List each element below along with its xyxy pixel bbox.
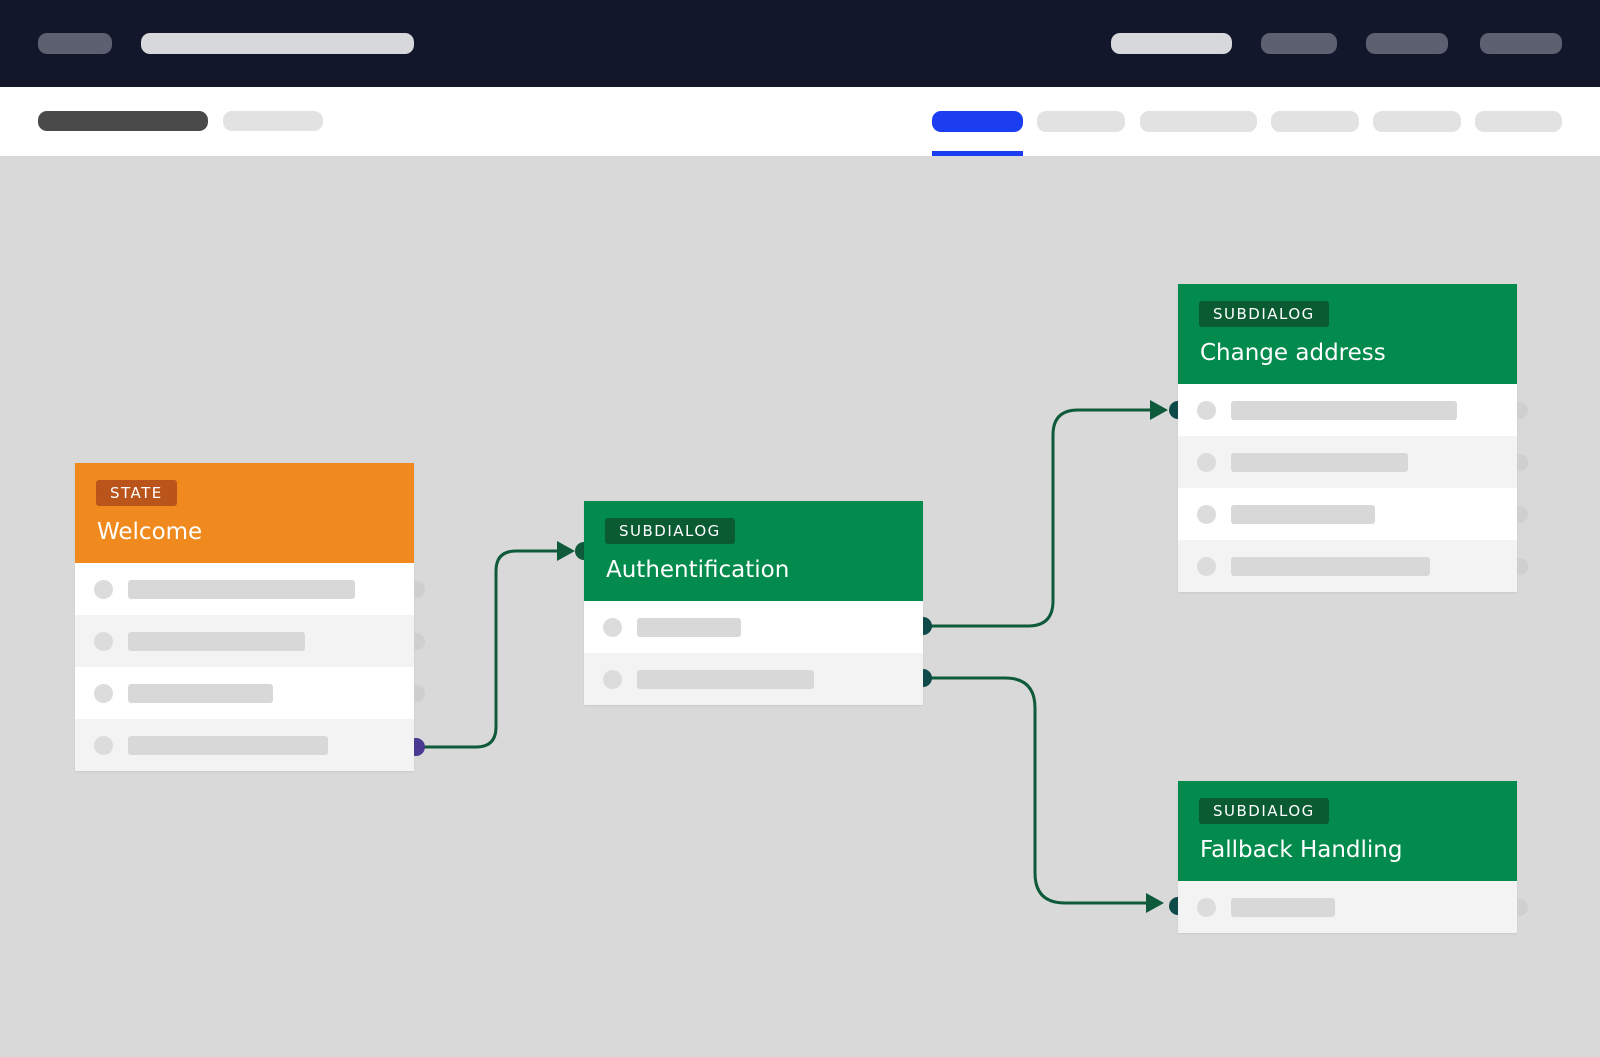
- row-dot-icon: [94, 736, 113, 755]
- node-header: SUBDIALOG Change address: [1178, 284, 1517, 384]
- node-row[interactable]: [75, 563, 425, 615]
- node-fallback-handling[interactable]: SUBDIALOG Fallback Handling: [1178, 781, 1528, 933]
- node-row[interactable]: [1178, 488, 1528, 540]
- row-text-placeholder: [1231, 557, 1430, 576]
- row-text-placeholder: [128, 580, 355, 599]
- row-dot-icon: [94, 684, 113, 703]
- top-navigation-bar: [0, 0, 1600, 87]
- node-row[interactable]: [584, 653, 923, 705]
- row-port[interactable]: [1517, 402, 1528, 419]
- node-change-address[interactable]: SUBDIALOG Change address: [1178, 284, 1528, 592]
- secondary-toolbar: [0, 87, 1600, 156]
- row-text-placeholder: [128, 632, 305, 651]
- node-title: Fallback Handling: [1200, 837, 1403, 863]
- link-auth-to-address: [925, 408, 1154, 628]
- breadcrumb-secondary-placeholder[interactable]: [223, 111, 323, 131]
- row-port[interactable]: [414, 685, 425, 702]
- node-row[interactable]: [75, 615, 425, 667]
- nav-item-placeholder-3[interactable]: [1366, 33, 1448, 54]
- tab-placeholder-2[interactable]: [1037, 111, 1125, 132]
- arrow-auth-to-address: [1150, 400, 1168, 420]
- node-rows: [1178, 881, 1528, 933]
- node-row[interactable]: [75, 719, 414, 771]
- node-type-badge: SUBDIALOG: [605, 518, 735, 544]
- node-header: SUBDIALOG Fallback Handling: [1178, 781, 1517, 881]
- tab-placeholder-6[interactable]: [1475, 111, 1562, 132]
- node-row[interactable]: [1178, 384, 1528, 436]
- row-port[interactable]: [1517, 558, 1528, 575]
- arrow-auth-to-fallback: [1146, 893, 1164, 913]
- row-text-placeholder: [128, 684, 273, 703]
- tab-placeholder-5[interactable]: [1373, 111, 1461, 132]
- row-dot-icon: [94, 580, 113, 599]
- node-rows: [1178, 384, 1528, 592]
- link-welcome-to-auth: [418, 549, 563, 749]
- link-auth-to-fallback: [925, 676, 1148, 905]
- node-title: Authentification: [606, 557, 790, 583]
- nav-item-placeholder-1[interactable]: [1111, 33, 1232, 54]
- tab-placeholder-4[interactable]: [1271, 111, 1359, 132]
- project-title-placeholder: [141, 33, 414, 54]
- node-rows: [584, 601, 923, 705]
- row-port[interactable]: [414, 633, 425, 650]
- row-text-placeholder: [1231, 898, 1335, 917]
- row-port[interactable]: [1517, 899, 1528, 916]
- node-row[interactable]: [1178, 540, 1528, 592]
- app-logo-placeholder[interactable]: [38, 33, 112, 54]
- row-port[interactable]: [1517, 506, 1528, 523]
- tab-active[interactable]: [932, 111, 1023, 132]
- row-dot-icon: [603, 670, 622, 689]
- node-row[interactable]: [1178, 436, 1528, 488]
- node-type-badge: SUBDIALOG: [1199, 798, 1329, 824]
- node-row[interactable]: [75, 667, 425, 719]
- node-type-badge: SUBDIALOG: [1199, 301, 1329, 327]
- active-tab-underline: [932, 151, 1023, 156]
- row-port[interactable]: [414, 581, 425, 598]
- row-text-placeholder: [128, 736, 328, 755]
- row-dot-icon: [1197, 505, 1216, 524]
- node-rows: [75, 563, 425, 771]
- row-text-placeholder: [1231, 453, 1408, 472]
- node-title: Change address: [1200, 340, 1386, 366]
- tab-placeholder-3[interactable]: [1140, 111, 1257, 132]
- row-dot-icon: [1197, 453, 1216, 472]
- nav-item-placeholder-4[interactable]: [1480, 33, 1562, 54]
- arrow-welcome-to-auth: [557, 541, 575, 561]
- node-row[interactable]: [584, 601, 923, 653]
- nav-item-placeholder-2[interactable]: [1261, 33, 1337, 54]
- row-dot-icon: [1197, 557, 1216, 576]
- row-dot-icon: [94, 632, 113, 651]
- node-welcome[interactable]: STATE Welcome: [75, 463, 425, 771]
- node-row[interactable]: [1178, 881, 1528, 933]
- node-header: STATE Welcome: [75, 463, 414, 563]
- row-dot-icon: [1197, 898, 1216, 917]
- node-title: Welcome: [97, 519, 203, 545]
- row-dot-icon: [1197, 401, 1216, 420]
- node-type-badge: STATE: [96, 480, 177, 506]
- node-header: SUBDIALOG Authentification: [584, 501, 923, 601]
- row-text-placeholder: [1231, 505, 1375, 524]
- row-text-placeholder: [1231, 401, 1457, 420]
- breadcrumb-placeholder[interactable]: [38, 111, 208, 131]
- row-text-placeholder: [637, 670, 814, 689]
- row-dot-icon: [603, 618, 622, 637]
- row-text-placeholder: [637, 618, 741, 637]
- row-port[interactable]: [1517, 454, 1528, 471]
- node-authentification[interactable]: SUBDIALOG Authentification: [584, 501, 923, 705]
